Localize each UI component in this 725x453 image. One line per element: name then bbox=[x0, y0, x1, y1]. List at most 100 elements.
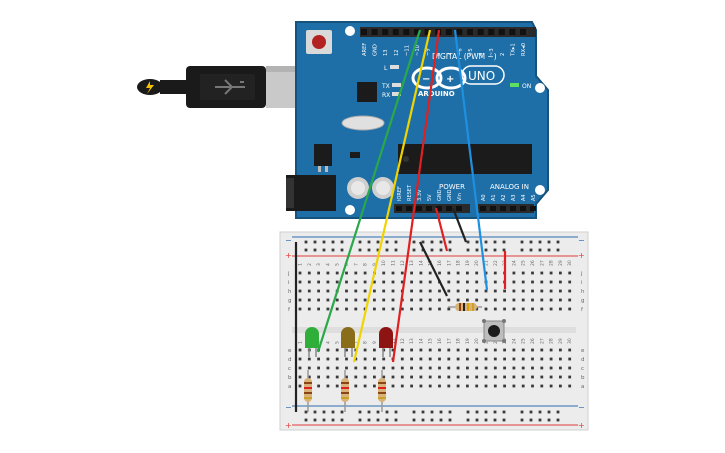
rail-hole[interactable] bbox=[358, 248, 362, 252]
terminal-hole[interactable] bbox=[447, 298, 451, 302]
rail-hole[interactable] bbox=[448, 418, 452, 422]
rail-hole[interactable] bbox=[376, 248, 380, 252]
terminal-hole[interactable] bbox=[503, 375, 506, 379]
rail-hole[interactable] bbox=[439, 418, 443, 422]
rail-hole[interactable] bbox=[412, 248, 416, 252]
terminal-hole[interactable] bbox=[400, 366, 404, 370]
terminal-hole[interactable] bbox=[559, 298, 562, 302]
terminal-hole[interactable] bbox=[335, 298, 339, 302]
header-pin[interactable] bbox=[403, 29, 410, 35]
rail-hole[interactable] bbox=[304, 248, 308, 252]
rail-hole[interactable] bbox=[304, 410, 308, 414]
rail-hole[interactable] bbox=[502, 240, 506, 244]
terminal-hole[interactable] bbox=[335, 271, 339, 275]
rail-hole[interactable] bbox=[448, 410, 452, 414]
terminal-hole[interactable] bbox=[382, 289, 386, 293]
terminal-hole[interactable] bbox=[456, 271, 460, 275]
header-pin[interactable] bbox=[436, 206, 442, 211]
header-pin[interactable] bbox=[414, 29, 420, 35]
terminal-hole[interactable] bbox=[298, 298, 302, 302]
terminal-hole[interactable] bbox=[317, 384, 320, 388]
rail-hole[interactable] bbox=[484, 418, 488, 422]
terminal-hole[interactable] bbox=[484, 384, 488, 388]
rail-hole[interactable] bbox=[340, 418, 344, 422]
rail-hole[interactable] bbox=[439, 240, 443, 244]
header-pin[interactable] bbox=[488, 29, 495, 35]
terminal-hole[interactable] bbox=[521, 348, 525, 352]
rail-hole[interactable] bbox=[484, 410, 488, 414]
terminal-hole[interactable] bbox=[456, 384, 460, 388]
header-pin[interactable] bbox=[498, 29, 505, 35]
terminal-hole[interactable] bbox=[298, 271, 302, 275]
terminal-hole[interactable] bbox=[540, 289, 544, 293]
rail-hole[interactable] bbox=[520, 248, 524, 252]
terminal-hole[interactable] bbox=[456, 348, 460, 352]
rail-hole[interactable] bbox=[385, 248, 389, 252]
terminal-hole[interactable] bbox=[419, 384, 423, 388]
terminal-hole[interactable] bbox=[475, 307, 479, 311]
terminal-hole[interactable] bbox=[549, 384, 553, 388]
rail-hole[interactable] bbox=[394, 240, 398, 244]
rail-hole[interactable] bbox=[331, 248, 335, 252]
terminal-hole[interactable] bbox=[307, 280, 311, 284]
header-pin[interactable] bbox=[520, 206, 526, 211]
terminal-hole[interactable] bbox=[438, 357, 441, 361]
terminal-hole[interactable] bbox=[493, 289, 497, 293]
rail-hole[interactable] bbox=[475, 240, 479, 244]
terminal-hole[interactable] bbox=[419, 271, 423, 275]
terminal-hole[interactable] bbox=[410, 298, 413, 302]
terminal-hole[interactable] bbox=[559, 366, 562, 370]
terminal-hole[interactable] bbox=[410, 271, 413, 275]
rail-hole[interactable] bbox=[412, 410, 416, 414]
terminal-hole[interactable] bbox=[493, 280, 497, 284]
terminal-hole[interactable] bbox=[438, 298, 441, 302]
wire-blue[interactable] bbox=[453, 29, 489, 291]
rail-hole[interactable] bbox=[340, 240, 344, 244]
rail-hole[interactable] bbox=[394, 248, 398, 252]
terminal-hole[interactable] bbox=[428, 357, 432, 361]
terminal-hole[interactable] bbox=[447, 280, 451, 284]
rail-hole[interactable] bbox=[421, 240, 425, 244]
terminal-hole[interactable] bbox=[540, 357, 544, 361]
terminal-hole[interactable] bbox=[549, 289, 553, 293]
terminal-hole[interactable] bbox=[559, 289, 562, 293]
terminal-hole[interactable] bbox=[317, 366, 320, 370]
wire-green[interactable] bbox=[316, 29, 422, 353]
terminal-hole[interactable] bbox=[317, 375, 320, 379]
rail-hole[interactable] bbox=[313, 240, 317, 244]
terminal-hole[interactable] bbox=[428, 348, 432, 352]
rail-hole[interactable] bbox=[430, 248, 434, 252]
terminal-hole[interactable] bbox=[419, 289, 423, 293]
terminal-hole[interactable] bbox=[373, 307, 376, 311]
terminal-hole[interactable] bbox=[503, 307, 506, 311]
terminal-hole[interactable] bbox=[419, 375, 423, 379]
terminal-hole[interactable] bbox=[568, 307, 572, 311]
header-pin[interactable] bbox=[490, 206, 496, 211]
terminal-hole[interactable] bbox=[382, 357, 386, 361]
rail-hole[interactable] bbox=[331, 410, 335, 414]
terminal-hole[interactable] bbox=[456, 289, 460, 293]
terminal-hole[interactable] bbox=[307, 289, 311, 293]
rail-hole[interactable] bbox=[421, 418, 425, 422]
rail-hole[interactable] bbox=[529, 248, 533, 252]
terminal-hole[interactable] bbox=[466, 280, 469, 284]
terminal-hole[interactable] bbox=[466, 289, 469, 293]
terminal-hole[interactable] bbox=[307, 271, 311, 275]
terminal-hole[interactable] bbox=[326, 289, 330, 293]
terminal-hole[interactable] bbox=[317, 289, 320, 293]
rail-hole[interactable] bbox=[520, 410, 524, 414]
terminal-hole[interactable] bbox=[549, 298, 553, 302]
terminal-hole[interactable] bbox=[354, 298, 358, 302]
rail-hole[interactable] bbox=[358, 410, 362, 414]
header-pin[interactable] bbox=[396, 206, 402, 211]
pushbutton[interactable] bbox=[482, 319, 506, 343]
rail-hole[interactable] bbox=[466, 410, 470, 414]
rail-hole[interactable] bbox=[376, 410, 380, 414]
terminal-hole[interactable] bbox=[354, 384, 358, 388]
rail-hole[interactable] bbox=[556, 240, 560, 244]
terminal-hole[interactable] bbox=[568, 366, 572, 370]
terminal-hole[interactable] bbox=[559, 307, 562, 311]
analog-header-pins[interactable] bbox=[480, 206, 536, 211]
terminal-hole[interactable] bbox=[456, 357, 460, 361]
terminal-hole[interactable] bbox=[549, 348, 553, 352]
